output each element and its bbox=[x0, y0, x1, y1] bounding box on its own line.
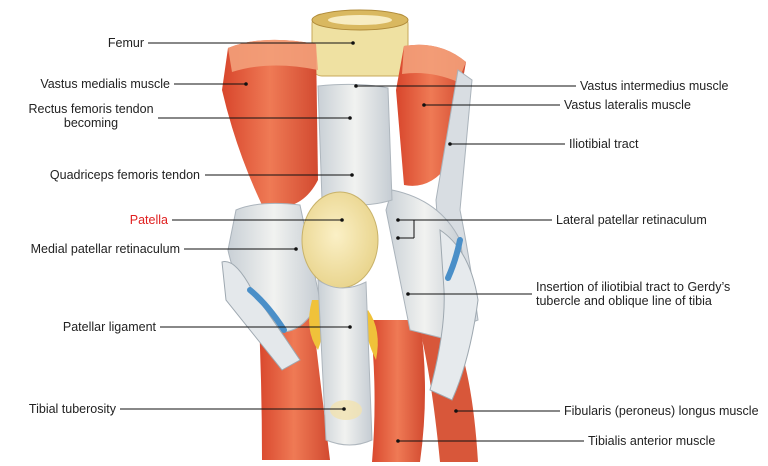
label-medial-retinaculum: Medial patellar retinaculum bbox=[30, 242, 180, 256]
label-insertion-line2: tubercle and oblique line of tibia bbox=[536, 294, 712, 308]
patella-bone bbox=[301, 191, 379, 289]
label-rectus-line1: Rectus femoris tendon bbox=[28, 102, 154, 116]
label-lateral-retinaculum: Lateral patellar retinaculum bbox=[556, 213, 707, 227]
vastus-medialis-muscle bbox=[222, 39, 318, 208]
label-femur: Femur bbox=[107, 36, 144, 50]
quadriceps-tendon bbox=[317, 83, 393, 206]
label-insertion-line1: Insertion of iliotibial tract to Gerdy’s bbox=[536, 280, 731, 294]
label-tibial-tuberosity: Tibial tuberosity bbox=[28, 402, 116, 416]
retinacula bbox=[221, 189, 479, 401]
leader-lines bbox=[120, 41, 584, 443]
label-patellar-ligament: Patellar ligament bbox=[62, 320, 156, 334]
label-vastus-lateralis: Vastus lateralis muscle bbox=[564, 98, 691, 112]
label-tibialis-anterior: Tibialis anterior muscle bbox=[588, 434, 716, 448]
lateral-vessel bbox=[445, 237, 463, 281]
label-vastus-intermedius: Vastus intermedius muscle bbox=[580, 79, 729, 93]
label-vastus-medialis: Vastus medialis muscle bbox=[40, 77, 170, 91]
label-rectus-line2: becoming bbox=[63, 116, 119, 130]
label-fibularis-longus: Fibularis (peroneus) longus muscle bbox=[564, 404, 759, 418]
label-rectus-femoris: Rectus femoris tendon becoming bbox=[28, 102, 154, 130]
femur-bone bbox=[311, 9, 409, 77]
tibial-tuberosity-bump bbox=[330, 400, 362, 420]
patellar-ligament bbox=[317, 279, 373, 446]
medial-vessel bbox=[247, 287, 287, 333]
label-quadriceps-tendon: Quadriceps femoris tendon bbox=[49, 168, 200, 182]
label-patella: Patella bbox=[129, 213, 168, 227]
label-iliotibial-tract: Iliotibial tract bbox=[569, 137, 639, 151]
label-iliotibial-insertion: Insertion of iliotibial tract to Gerdy’s… bbox=[536, 280, 730, 308]
